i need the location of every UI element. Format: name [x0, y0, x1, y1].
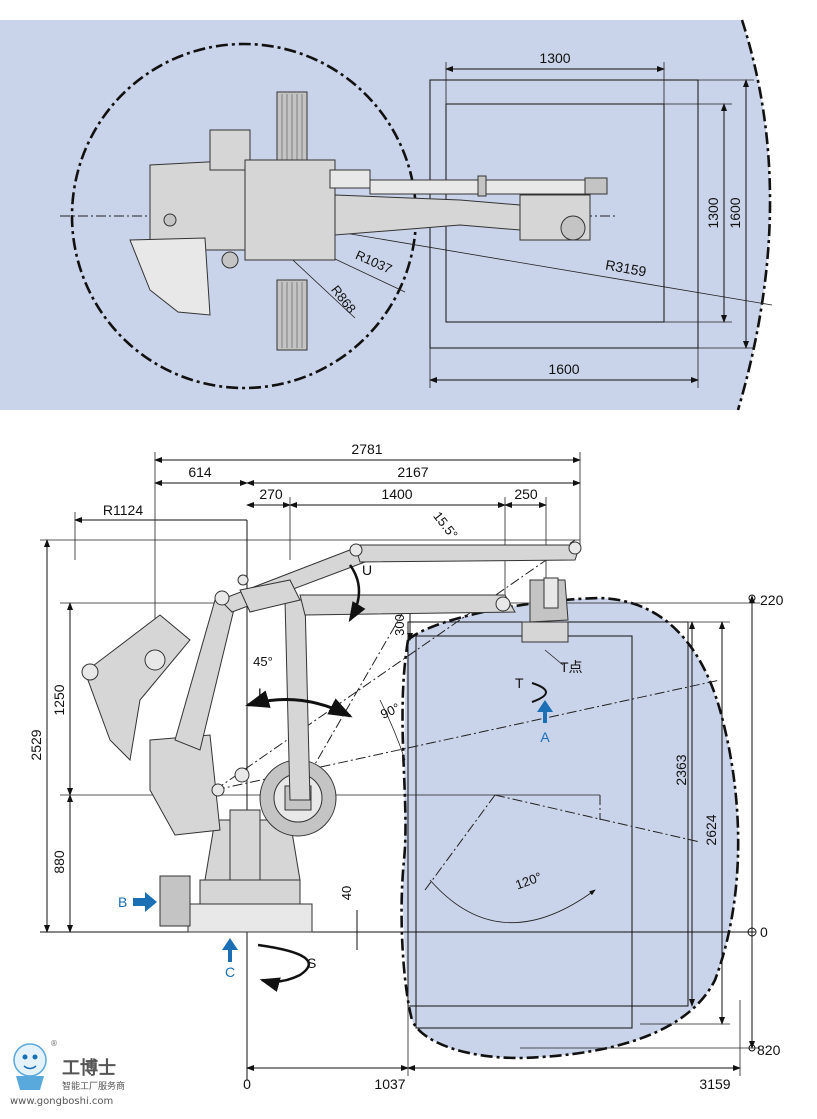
arrow-c-label: C [225, 964, 235, 980]
dim-r3159: R3159 [604, 257, 648, 280]
axis-l-label: L [258, 685, 266, 701]
x-1037: 1037 [374, 1076, 405, 1092]
axis-s-label: S [307, 955, 316, 971]
level-220: 220 [760, 592, 784, 608]
watermark-subtitle: 智能工厂服务商 [62, 1080, 125, 1092]
dim-r1124: R1124 [103, 502, 143, 518]
dim-2781: 2781 [351, 441, 382, 457]
arrow-a: A [537, 700, 553, 745]
level-0: 0 [760, 924, 768, 940]
reach-arc-top [736, 19, 772, 411]
top-view: 1300 1600 1300 1600 R3159 R1037 R868 [0, 19, 817, 411]
axis-t-label: T [515, 675, 524, 691]
dim-1600-horizontal: 1600 [548, 361, 579, 377]
angle-45: 45° [253, 654, 273, 669]
dim-2167: 2167 [397, 464, 428, 480]
dim-880: 880 [51, 850, 67, 874]
dim-1250: 1250 [51, 684, 67, 715]
dim-250: 250 [514, 486, 538, 502]
dim-2529: 2529 [28, 729, 44, 760]
arrow-b-label: B [118, 894, 127, 910]
arrow-c: C [222, 938, 238, 980]
x-0: 0 [243, 1076, 251, 1092]
work-envelope-boundary [407, 596, 740, 1060]
x-3159: 3159 [699, 1076, 730, 1092]
robot-side-view [81, 541, 582, 933]
dim-614: 614 [188, 464, 212, 480]
angle-15-5: 15.5° [430, 509, 461, 542]
watermark-url: www.gongboshi.com [10, 1096, 113, 1107]
arrow-a-label: A [540, 729, 550, 745]
side-view: 2781 614 2167 270 1400 250 R1124 15.5° 2… [28, 441, 784, 1092]
dim-1600-vertical: 1600 [727, 197, 743, 228]
dim-1300-horizontal: 1300 [539, 50, 570, 66]
work-envelope-region [402, 598, 739, 1058]
dim-40: 40 [339, 886, 354, 900]
watermark-name: 工博士 [62, 1057, 116, 1079]
top-view-outside-region [738, 20, 817, 410]
dim-1400: 1400 [381, 486, 412, 502]
t-point-label: T点 [560, 659, 583, 675]
dim-2624: 2624 [703, 814, 719, 845]
watermark-logo: ® 工博士 智能工厂服务商 www.gongboshi.com [10, 1039, 125, 1107]
arrow-b: B [118, 892, 157, 912]
watermark-registered: ® [50, 1039, 58, 1048]
level-820: 820 [757, 1042, 781, 1058]
dim-1300-vertical: 1300 [705, 197, 721, 228]
dim-300: 300 [392, 614, 407, 636]
dim-2363: 2363 [673, 754, 689, 785]
robot-top-view [129, 91, 608, 351]
dim-270: 270 [259, 486, 283, 502]
axis-u-label: U [362, 562, 372, 578]
work-envelope-inner-boundary [400, 639, 414, 1021]
